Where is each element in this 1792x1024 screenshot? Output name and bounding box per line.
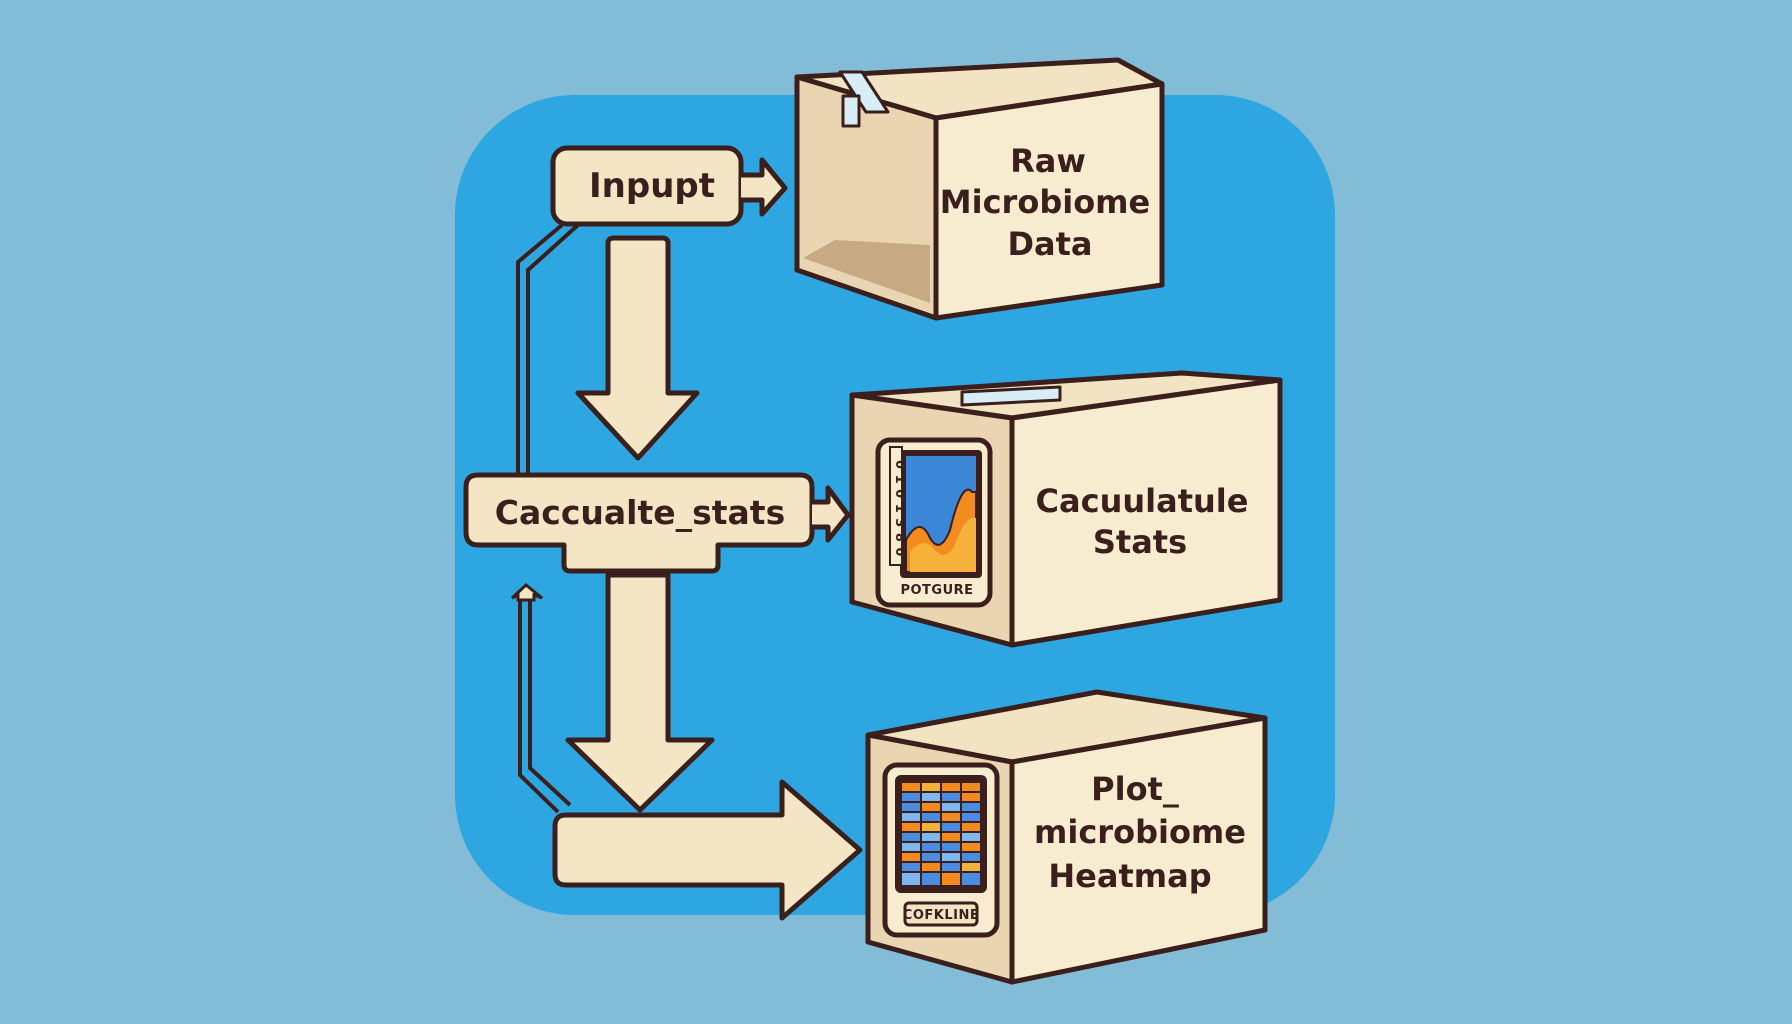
- feedback-connector-bottom: [518, 600, 572, 814]
- box-raw-line3: Data: [1007, 225, 1092, 263]
- box-calc-line1: Cacuulatule: [1036, 482, 1249, 520]
- calc-label: Caccualte_stats: [495, 493, 785, 532]
- input-arrow-icon: [741, 157, 788, 217]
- input-label: Inpupt: [589, 166, 715, 206]
- box-plot-line1: Plot_: [1091, 770, 1179, 808]
- small-up-arrow-icon: [510, 583, 543, 602]
- heatmap-card-footer: COFKLINE: [903, 908, 979, 923]
- box-raw-line1: Raw: [1010, 142, 1086, 180]
- area-chart-icon: [905, 456, 977, 573]
- calc-arrow-icon: [812, 485, 851, 543]
- box-calc-line2: Stats: [1093, 523, 1187, 561]
- chart-card-footer: POTGURE: [900, 583, 973, 598]
- calc-node: Caccualte_stats: [463, 472, 851, 574]
- box-raw-line2: Microbiome: [940, 183, 1150, 221]
- down-arrow-1: [575, 235, 700, 461]
- right-arrow: [552, 779, 863, 921]
- down-arrow-2: [565, 572, 715, 813]
- input-node: Inpupt: [550, 145, 788, 227]
- box-plot-line2: microbiome: [1034, 813, 1246, 851]
- heatmap-grid-icon: [900, 781, 982, 887]
- box-raw-microbiome-data: [794, 57, 1165, 321]
- chart-card: 0 1 0 1 3 8 0 POTGURE: [875, 437, 993, 608]
- chart-axis-digits: 0 1 0 1 3 8 0: [892, 460, 907, 557]
- heatmap-card: COFKLINE: [882, 762, 1000, 938]
- box-plot-line3: Heatmap: [1048, 857, 1211, 895]
